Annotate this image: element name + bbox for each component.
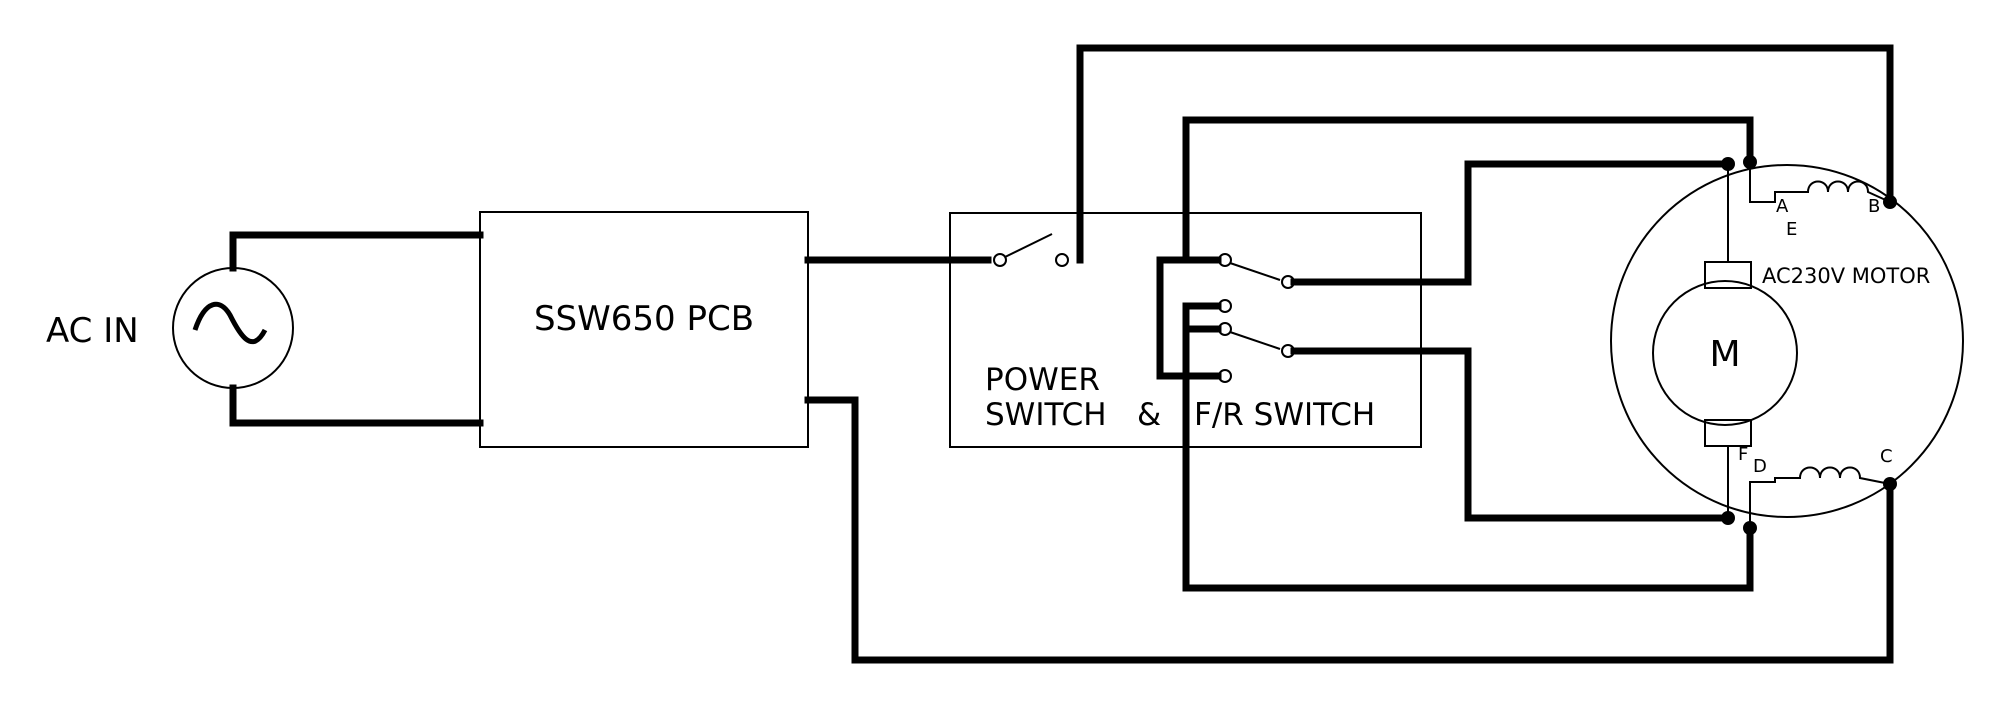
terminal-f-label: F (1738, 444, 1748, 465)
node-brush-top (1721, 157, 1735, 171)
motor-label: AC230V MOTOR (1762, 264, 1930, 288)
motor-outer-circle (1610, 164, 1964, 518)
power-switch-terminal-2 (1055, 253, 1069, 267)
node-brush-bottom (1721, 511, 1735, 525)
wire-ac-top (229, 231, 484, 272)
pcb-label: SSW650 PCB (534, 299, 754, 339)
terminal-b-label: B (1868, 196, 1880, 217)
ac-source: AC IN (46, 267, 294, 389)
wire-fr-out-bottom-to-motor (1290, 347, 1732, 522)
wire-ac-bottom (229, 384, 484, 427)
fr-switch (1218, 253, 1295, 383)
terminal-c-label: C (1880, 446, 1893, 467)
power-switch (993, 233, 1069, 267)
power-label-line1: POWER (985, 362, 1100, 398)
node-terminal-b (1883, 195, 1897, 209)
terminal-a-label: A (1776, 196, 1789, 217)
motor: M A E B F D C AC230V MOTOR (1610, 155, 1964, 535)
fr-switch-label: F/R SWITCH (1194, 397, 1375, 433)
node-terminal-c (1883, 477, 1897, 491)
wire-power-switch-to-motor-b (1076, 44, 1894, 264)
motor-armature (1652, 280, 1798, 426)
wire-fr-out-top-to-motor (1290, 160, 1732, 286)
wire-pcb-to-motor-c (804, 396, 1894, 664)
terminal-d-label: D (1753, 456, 1767, 477)
coil-top (1749, 162, 1891, 203)
coil-bottom (1749, 466, 1891, 528)
node-motor-bottom (1743, 521, 1757, 535)
power-label-line2: SWITCH (985, 397, 1107, 433)
ac-source-circle (172, 267, 294, 389)
power-switch-terminal-1 (993, 253, 1007, 267)
ac-in-label: AC IN (46, 311, 139, 351)
pcb-box (479, 211, 809, 448)
wire-fr-to-motor-bottom (1182, 524, 1754, 592)
wire-fr-to-motor-top (1182, 116, 1754, 264)
motor-symbol: M (1709, 334, 1740, 375)
power-switch-blade (1004, 233, 1053, 258)
pcb-block: SSW650 PCB (479, 211, 809, 448)
wire-fr-mid-upper (1182, 302, 1222, 592)
terminal-e-label: E (1786, 219, 1797, 240)
switch-box: POWER SWITCH & F/R SWITCH (949, 212, 1422, 448)
node-motor-top (1743, 155, 1757, 169)
ampersand-label: & (1137, 397, 1161, 433)
fr-blade-top (1229, 262, 1281, 281)
sine-wave-icon (192, 301, 268, 345)
fr-blade-bottom (1229, 331, 1281, 350)
